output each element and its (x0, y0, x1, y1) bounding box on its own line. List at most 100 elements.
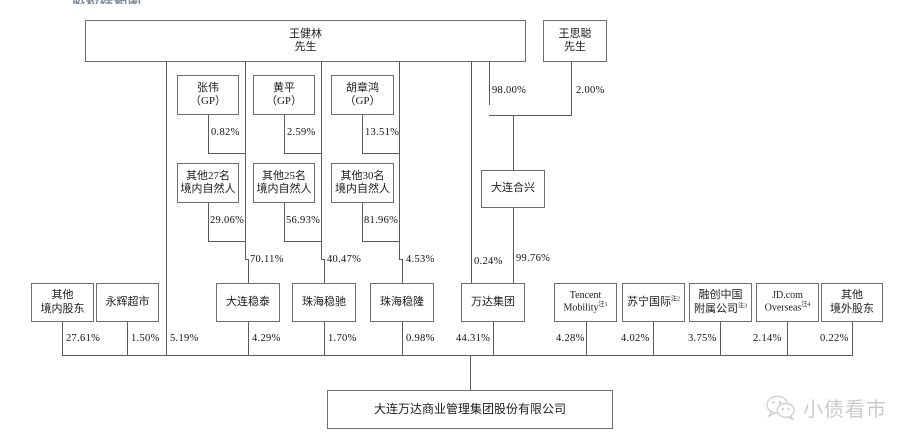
connector-huangping-elbow (284, 153, 322, 154)
node-dalian-hexing[interactable]: 大连合兴 (481, 170, 545, 208)
connector-wjl-to-wenchi-h (321, 259, 325, 260)
node-gp-zhangwei-line1: 张伟 (197, 81, 219, 94)
pct-wenlong-to-issuer: 0.98% (406, 333, 435, 344)
connector-wjl-to-wentai-v (248, 259, 249, 283)
node-nat30-line2: 境内自然人 (335, 183, 390, 195)
connector-wjl-drop-d (399, 62, 400, 259)
pct-nat25-to-wenchi: 56.93% (286, 215, 321, 226)
node-zhuhai-wenlong-line1: 珠海稳隆 (380, 295, 424, 308)
node-gp-huzhanghong[interactable]: 胡章鸿 （GP） (331, 75, 394, 115)
pct-zhangwei-to-nat27: 0.82% (211, 127, 240, 138)
node-gp-huzhanghong-line2: （GP） (344, 95, 381, 107)
node-other-domestic-line1: 其他 (51, 289, 74, 302)
connector-yonghui-to-bus (127, 322, 128, 355)
node-other-27-natural-persons[interactable]: 其他27名 境内自然人 (177, 163, 239, 203)
connector-huangping-drop (284, 115, 285, 153)
connector-huzhanghong-elbow (362, 153, 400, 154)
pct-other-domestic-to-issuer: 27.61% (66, 333, 101, 344)
node-gp-zhangwei[interactable]: 张伟 （GP） (177, 75, 239, 115)
connector-other-overseas-to-bus (852, 322, 853, 355)
connector-issuer-bus (62, 355, 853, 356)
pct-wjl-to-wanda: 0.24% (474, 256, 503, 267)
node-suning-international[interactable]: 苏宁国际注2 (622, 283, 685, 322)
node-tencent-line2: Mobility (563, 302, 599, 314)
node-other-domestic-shareholders[interactable]: 其他 境内股东 (31, 283, 94, 322)
node-other-25-natural-persons[interactable]: 其他25名 境内自然人 (253, 163, 315, 203)
node-gp-zhangwei-line2: （GP） (189, 95, 227, 107)
pct-tencent-to-issuer: 4.28% (556, 333, 585, 344)
pct-other-overseas-to-issuer: 0.22% (820, 333, 849, 344)
node-yonghui-line1: 永辉超市 (105, 295, 150, 308)
node-tencent-mobility[interactable]: Tencent Mobility注1 (554, 283, 617, 322)
node-issuer-line1: 大连万达商业管理集团股份有限公司 (373, 402, 566, 417)
node-tencent-footnote: 注1 (598, 302, 608, 309)
node-wang-jianlin-line1: 王健林 (289, 27, 322, 40)
node-yonghui-superstores[interactable]: 永辉超市 (96, 283, 159, 322)
node-sunac-china-subsidiary[interactable]: 融创中国 附属公司注3 (689, 283, 752, 322)
node-jd-line1: JD.com (772, 290, 803, 302)
node-nat25-line2: 境内自然人 (256, 183, 312, 195)
connector-bus-to-issuer (470, 355, 471, 390)
watermark: 小债看市 (766, 393, 887, 422)
pct-wenchi-to-issuer: 1.70% (328, 333, 357, 344)
node-issuer-dalian-wanda-commercial[interactable]: 大连万达商业管理集团股份有限公司 (327, 390, 613, 429)
connector-jd-to-bus (787, 322, 788, 355)
connector-nat27-elbow (208, 241, 246, 242)
connector-wjl-drop-e (471, 62, 472, 283)
pct-nat30-to-wenlong: 81.96% (364, 215, 399, 226)
node-gp-huangping-line1: 黄平 (273, 81, 295, 94)
node-wang-jianlin-line2: 先生 (294, 41, 317, 53)
node-nat27-line1: 其他27名 (186, 169, 230, 182)
connector-nat30-drop (362, 203, 363, 241)
node-wanda-group[interactable]: 万达集团 (461, 283, 525, 322)
page-heading-cropped: 股权结构图 (72, 0, 302, 4)
connector-wjl-to-wenlong-v (402, 259, 403, 283)
node-wanda-group-line1: 万达集团 (471, 295, 515, 308)
connector-wjl-to-wenchi-v (324, 259, 325, 283)
node-suning-footnote: 注2 (670, 296, 680, 303)
pct-wanda-to-issuer: 44.31% (456, 333, 491, 344)
connector-hexing-stem (513, 115, 514, 170)
node-jd-footnote: 注4 (801, 302, 811, 309)
connector-nat25-elbow (284, 241, 322, 242)
pct-huzhanghong-to-nat30: 13.51% (365, 127, 400, 138)
node-jd-com-overseas[interactable]: JD.com Overseas注4 (756, 283, 819, 322)
node-gp-huzhanghong-line1: 胡章鸿 (346, 81, 379, 94)
connector-nat25-drop (284, 203, 285, 241)
node-sunac-line2: 附属公司 (693, 302, 738, 315)
connector-wenchi-to-bus (324, 322, 325, 355)
node-other-overseas-shareholders[interactable]: 其他 境外股东 (821, 283, 883, 322)
node-other-overseas-line2: 境外股东 (830, 302, 874, 315)
connector-hexing-to-wanda (513, 208, 514, 283)
node-gp-huangping-line2: （GP） (265, 95, 303, 107)
connector-zhangwei-elbow (208, 153, 246, 154)
pct-wjl-to-issuer: 5.19% (170, 333, 199, 344)
node-wang-jianlin[interactable]: 王健林 先生 (85, 20, 526, 62)
node-zhuhai-wenchi[interactable]: 珠海稳驰 (292, 283, 356, 322)
node-other-30-natural-persons[interactable]: 其他30名 境内自然人 (331, 163, 394, 203)
node-nat25-line1: 其他25名 (262, 169, 306, 182)
node-nat27-line2: 境内自然人 (180, 183, 236, 195)
connector-nat27-drop (208, 203, 209, 241)
pct-suning-to-issuer: 4.02% (621, 333, 650, 344)
connector-wenlong-to-bus (402, 322, 403, 355)
node-zhuhai-wenlong[interactable]: 珠海稳隆 (370, 283, 434, 322)
connector-sunac-to-bus (720, 322, 721, 355)
node-suning-line1: 苏宁国际 (626, 295, 671, 308)
pct-wjl-to-wenlong: 4.53% (406, 254, 435, 265)
pct-wentai-to-issuer: 4.29% (252, 333, 281, 344)
node-sunac-footnote: 注3 (737, 302, 747, 309)
connector-huzhanghong-drop (362, 115, 363, 153)
connector-wjl-drop-b (245, 62, 246, 259)
node-gp-huangping[interactable]: 黄平 （GP） (253, 75, 315, 115)
node-wang-sicong[interactable]: 王思聪 先生 (543, 20, 607, 62)
node-dalian-wentai[interactable]: 大连稳泰 (216, 283, 280, 322)
connector-zhangwei-drop (208, 115, 209, 153)
connector-wentai-to-bus (248, 322, 249, 355)
pct-hexing-to-wanda: 99.76% (516, 253, 551, 264)
node-tencent-line1: Tencent (569, 290, 602, 302)
node-other-overseas-line1: 其他 (841, 289, 863, 302)
connector-wjl-drop-hexing (489, 62, 490, 105)
connector-other-domestic-to-bus (62, 322, 63, 355)
